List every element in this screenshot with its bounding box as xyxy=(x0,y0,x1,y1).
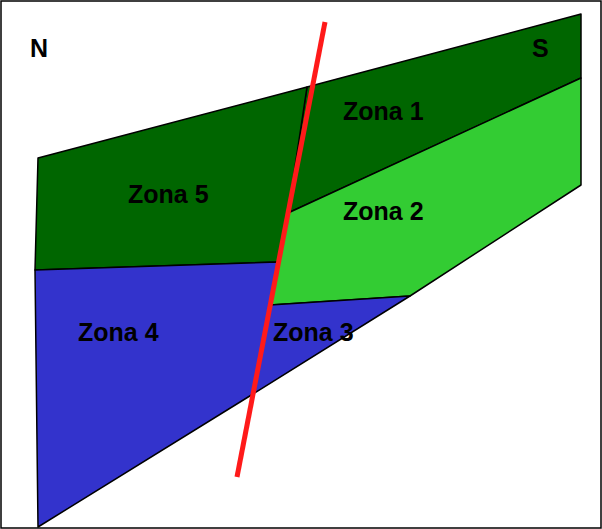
zone-outline xyxy=(35,262,278,527)
direction-label: N xyxy=(30,34,48,62)
zone-label: Zona 1 xyxy=(343,97,424,125)
zone-shape xyxy=(253,296,410,394)
zone-shape xyxy=(270,78,581,305)
zone-outline xyxy=(270,78,581,305)
zone-band: Zona 2 xyxy=(270,78,581,305)
zone-band: Zona 3 xyxy=(253,296,410,394)
zone-label: Zona 2 xyxy=(343,197,424,225)
zone-label: Zona 5 xyxy=(128,180,209,208)
zone-shape xyxy=(35,262,278,527)
direction-label: S xyxy=(532,34,549,62)
zone-outline xyxy=(35,87,307,270)
zone-band: Zona 5 xyxy=(35,87,307,270)
fault-line-stroke xyxy=(237,22,325,477)
zone-label: Zona 4 xyxy=(78,318,159,346)
zone-shape xyxy=(35,87,307,270)
zone-label: Zona 3 xyxy=(273,318,354,346)
zone-band: Zona 4 xyxy=(35,262,278,527)
